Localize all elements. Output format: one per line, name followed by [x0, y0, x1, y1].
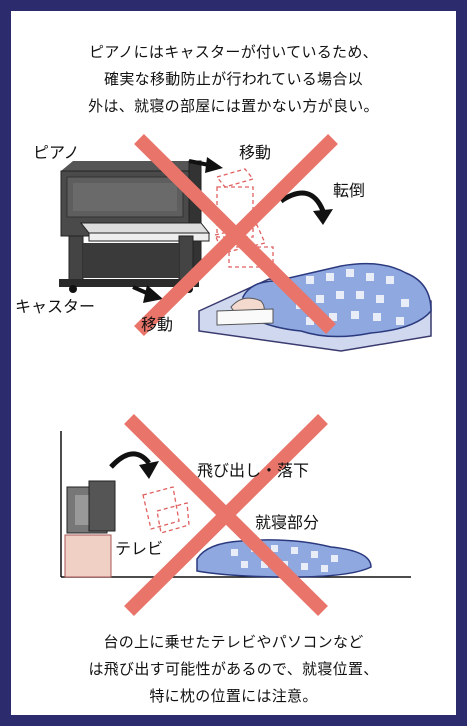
- move-arrow-bottom: [132, 285, 163, 303]
- bottom-caption-line: 特に枕の位置には注意。: [149, 687, 318, 705]
- sleep-area-label: 就寝部分: [255, 513, 320, 532]
- fall-label: 転倒: [333, 181, 366, 200]
- caster-label: キャスター: [15, 297, 96, 316]
- top-caption-line: 確実な移動防止が行われている場合以: [104, 70, 363, 88]
- piano-label: ピアノ: [33, 143, 80, 162]
- piano-illustration: [59, 160, 211, 293]
- tv-illustration: [66, 480, 116, 534]
- cross-mark-tv: [124, 414, 328, 616]
- tv-label: テレビ: [115, 539, 164, 558]
- cross-mark-piano: [134, 134, 338, 336]
- piano-scene-illustration: [59, 134, 432, 616]
- room-outline: [60, 431, 411, 578]
- drop-label: 飛び出し・落下: [197, 461, 310, 480]
- top-caption-line: ピアノにはキャスターが付いているため、: [89, 43, 378, 61]
- tv-stand: [64, 534, 112, 578]
- bedding-illustration: [196, 539, 372, 578]
- fall-arrow: [279, 190, 333, 225]
- top-caption: ピアノにはキャスターが付いているため、 確実な移動防止が行われている場合以 外は…: [11, 39, 456, 120]
- move-label-top: 移動: [239, 143, 272, 162]
- bottom-caption: 台の上に乗せたテレビやパソコンなど は飛び出す可能性があるので、就寝位置、 特に…: [11, 629, 456, 710]
- bottom-caption-line: は飛び出す可能性があるので、就寝位置、: [88, 660, 379, 678]
- move-label-bottom: 移動: [141, 315, 174, 334]
- top-caption-line: 外は、就寝の部屋には置かない方が良い。: [88, 97, 379, 115]
- bottom-caption-line: 台の上に乗せたテレビやパソコンなど: [103, 633, 364, 651]
- drop-arrow: [109, 451, 159, 479]
- falling-tv-ghost: [142, 486, 190, 534]
- illustration-panel: ピアノにはキャスターが付いているため、 確実な移動防止が行われている場合以 外は…: [11, 11, 456, 715]
- move-arrow-top: [188, 157, 223, 173]
